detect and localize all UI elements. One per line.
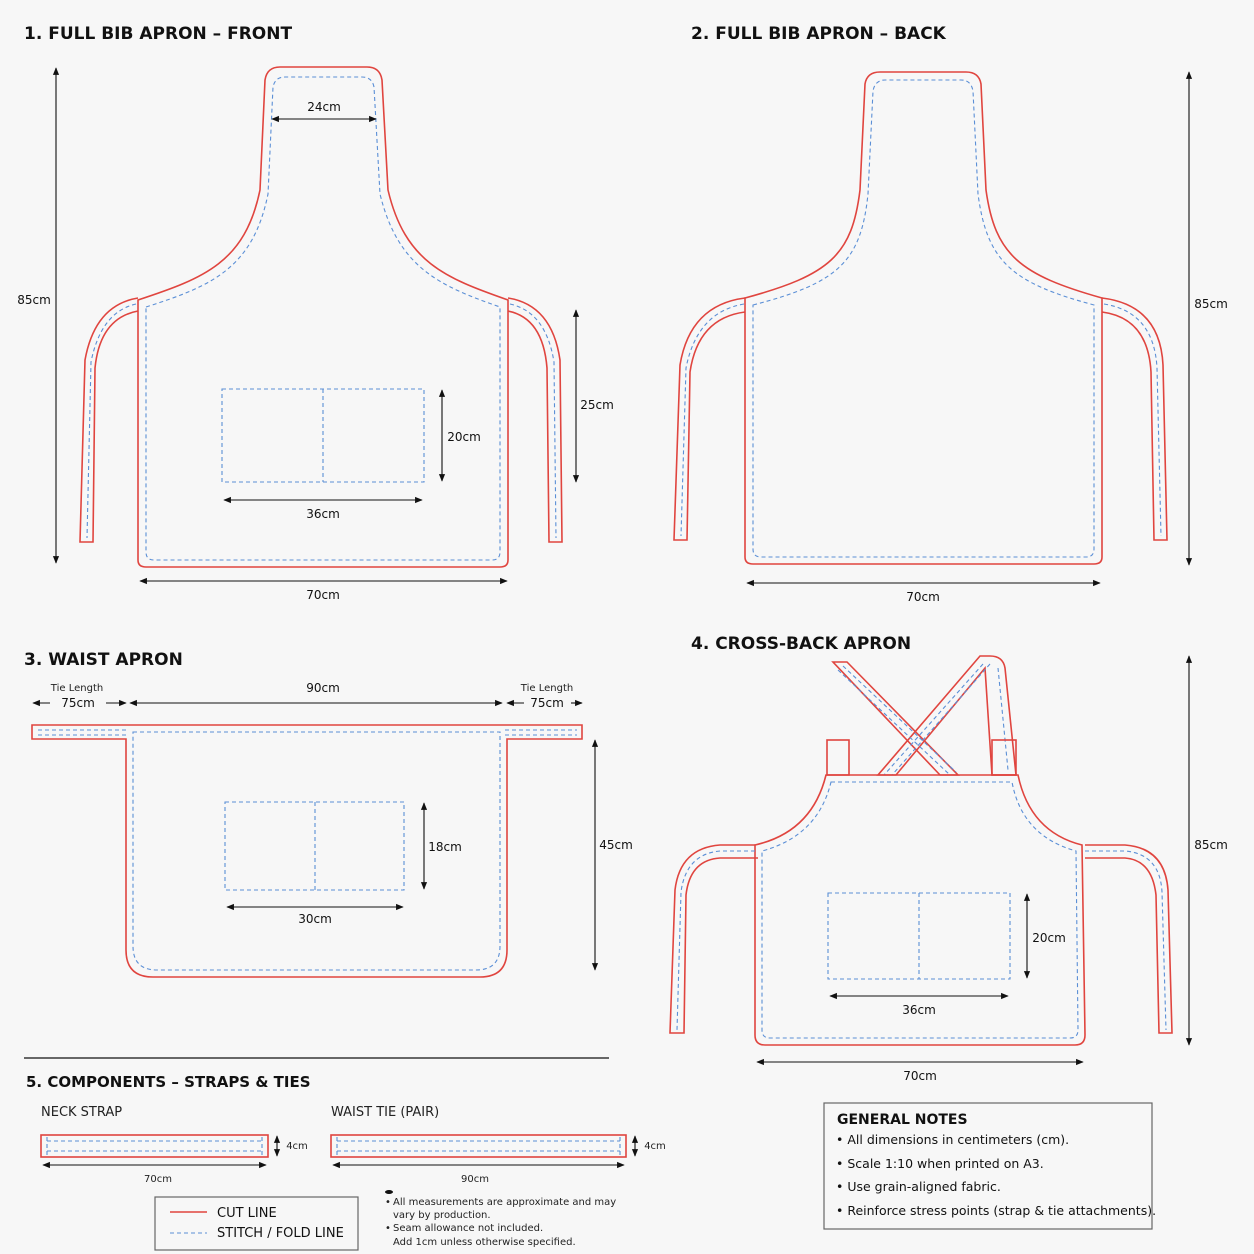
cross-pocket-height-label: 20cm [1032, 931, 1066, 945]
front-right-strap-stitch [509, 303, 557, 539]
waist-tie-length-label: 90cm [461, 1174, 489, 1185]
front-body-stitch-line [145, 76, 501, 561]
cross-strap-a-cut [831, 661, 960, 776]
general-notes: GENERAL NOTES • All dimensions in centim… [823, 1102, 1156, 1230]
waist-body-stitch-line [132, 731, 501, 971]
waist-tie-stitch [337, 1140, 620, 1152]
cross-width-label: 70cm [903, 1069, 937, 1083]
footnote-bullet-2: • [385, 1223, 391, 1234]
waist-tie-left-length: 75cm [61, 696, 95, 710]
front-width-label: 70cm [306, 588, 340, 602]
legend-stitch-label: STITCH / FOLD LINE [217, 1226, 344, 1241]
general-note-1: • All dimensions in centimeters (cm). [836, 1132, 1069, 1147]
back-height-label: 85cm [1194, 297, 1228, 311]
legend-box [154, 1196, 359, 1251]
waist-pocket-width-label: 30cm [298, 912, 332, 926]
cross-back-apron-diagram: 4. CROSS-BACK APRON 20cm 36cm 85cm 70cm [669, 634, 1228, 1083]
general-note-2: • Scale 1:10 when printed on A3. [836, 1156, 1044, 1171]
footnote-mark-icon [385, 1190, 393, 1194]
front-body-cut-line [137, 66, 509, 568]
front-height-dim-label: 85cm [17, 293, 51, 307]
waist-tie-right-caption: Tie Length [520, 683, 573, 694]
front-left-strap-stitch [86, 303, 137, 539]
footnotes: • All measurements are approximate and m… [385, 1190, 616, 1248]
neck-strap-label: NECK STRAP [41, 1105, 122, 1120]
general-notes-box [823, 1102, 1153, 1230]
footnote-bullet-1: • [385, 1197, 391, 1208]
footnote-line-4: Add 1cm unless otherwise specified. [393, 1237, 576, 1248]
back-apron-diagram: 2. FULL BIB APRON – BACK 85cm 70cm [673, 24, 1228, 604]
cross-body-cut-line [754, 774, 1086, 1046]
front-neck-dim-label: 24cm [307, 100, 341, 114]
waist-tie-stitch [38, 729, 577, 736]
back-width-label: 70cm [906, 590, 940, 604]
legend-cut-label: CUT LINE [217, 1206, 277, 1221]
waist-tie-cut [330, 1134, 627, 1158]
cross-left-strap-stitch [676, 850, 755, 1031]
cross-right-strap-stitch [1085, 850, 1167, 1031]
components-section: 5. COMPONENTS – STRAPS & TIES NECK STRAP… [24, 1057, 666, 1185]
neck-strap-cut [40, 1134, 269, 1158]
front-pocket-height-label: 20cm [447, 430, 481, 444]
general-notes-title: GENERAL NOTES [837, 1112, 968, 1128]
neck-strap-length-label: 70cm [144, 1174, 172, 1185]
waist-tie-fold [336, 1137, 621, 1155]
waist-pocket-height-label: 18cm [428, 840, 462, 854]
waist-pocket [224, 801, 405, 891]
footnote-line-3: Seam allowance not included. [393, 1223, 543, 1234]
waist-tie-width-label: 4cm [644, 1141, 666, 1152]
cross-strap-a-stitch [837, 665, 957, 776]
waist-apron-diagram: 3. WAIST APRON Tie Length 75cm 90cm Tie … [24, 650, 633, 978]
front-title: 1. FULL BIB APRON – FRONT [24, 24, 292, 44]
components-title: 5. COMPONENTS – STRAPS & TIES [26, 1073, 311, 1091]
front-pocket-width-label: 36cm [306, 507, 340, 521]
back-left-strap-cut [673, 297, 746, 541]
footnote-line-2: vary by production. [393, 1210, 491, 1221]
waist-title: 3. WAIST APRON [24, 650, 183, 670]
legend: CUT LINE STITCH / FOLD LINE [154, 1196, 359, 1251]
front-left-strap-cut [79, 297, 139, 543]
waist-body-width-label: 90cm [306, 681, 340, 695]
waist-tie-right-length: 75cm [530, 696, 564, 710]
neck-strap-fold [46, 1137, 263, 1155]
neck-strap-stitch [47, 1140, 262, 1152]
footnote-line-1: All measurements are approximate and may [393, 1197, 616, 1208]
back-body-stitch-line [752, 79, 1095, 558]
front-apron-diagram: 1. FULL BIB APRON – FRONT 24cm 85cm 20cm… [17, 24, 614, 602]
back-body-cut-line [744, 71, 1103, 565]
cross-height-label: 85cm [1194, 838, 1228, 852]
cross-title: 4. CROSS-BACK APRON [691, 634, 911, 654]
back-right-strap-cut [1101, 297, 1168, 541]
general-note-3: • Use grain-aligned fabric. [836, 1179, 1001, 1194]
cross-strap-b-stitch [883, 663, 1009, 776]
waist-body-cut-line [31, 724, 583, 978]
cross-pocket-width-label: 36cm [902, 1003, 936, 1017]
cross-left-strap-cut [669, 844, 758, 1034]
back-left-strap-stitch [680, 303, 745, 537]
waist-height-label: 45cm [599, 838, 633, 852]
cross-body-stitch-line [761, 781, 1079, 1039]
neck-strap-width-label: 4cm [286, 1141, 308, 1152]
waist-tie-left-caption: Tie Length [50, 683, 103, 694]
cross-strap-left-end [826, 739, 850, 776]
cross-right-strap-cut [1085, 844, 1173, 1034]
back-title: 2. FULL BIB APRON – BACK [691, 24, 947, 44]
waist-tie-label: WAIST TIE (PAIR) [331, 1105, 439, 1120]
front-pocket-offset-label: 25cm [580, 398, 614, 412]
front-right-strap-cut [507, 297, 563, 543]
general-note-4: • Reinforce stress points (strap & tie a… [836, 1203, 1156, 1218]
